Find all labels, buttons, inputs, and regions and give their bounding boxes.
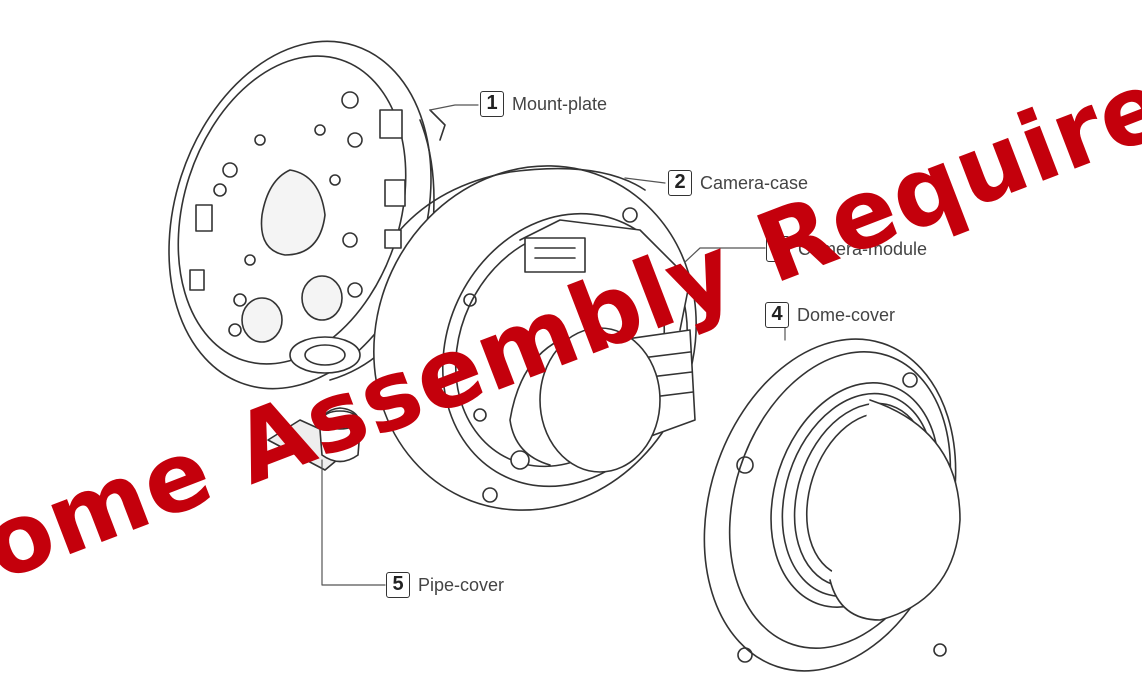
callout-camera-module: 3 Camera-module bbox=[766, 236, 927, 262]
callout-dome-cover: 4 Dome-cover bbox=[765, 302, 895, 328]
camera-module-part bbox=[509, 219, 696, 473]
callout-camera-case: 2 Camera-case bbox=[668, 170, 808, 196]
callout-mount-plate: 1 Mount-plate bbox=[480, 91, 607, 117]
callout-pipe-cover: 5 Pipe-cover bbox=[386, 572, 504, 598]
callout-label: Camera-module bbox=[798, 238, 928, 259]
callout-label: Pipe-cover bbox=[418, 574, 505, 595]
callout-number: 5 bbox=[386, 572, 410, 598]
mount-plate-part bbox=[168, 40, 446, 390]
callout-number: 3 bbox=[766, 236, 790, 262]
callout-label: Dome-cover bbox=[797, 304, 896, 325]
callout-label: Camera-case bbox=[700, 172, 809, 193]
callout-label: Mount-plate bbox=[512, 93, 608, 114]
callout-number: 2 bbox=[668, 170, 692, 196]
leader-lines bbox=[321, 104, 786, 586]
callout-number: 4 bbox=[765, 302, 789, 328]
dome-cover-part bbox=[703, 338, 961, 672]
callout-number: 1 bbox=[480, 91, 504, 117]
pipe-cover-part bbox=[267, 407, 361, 471]
